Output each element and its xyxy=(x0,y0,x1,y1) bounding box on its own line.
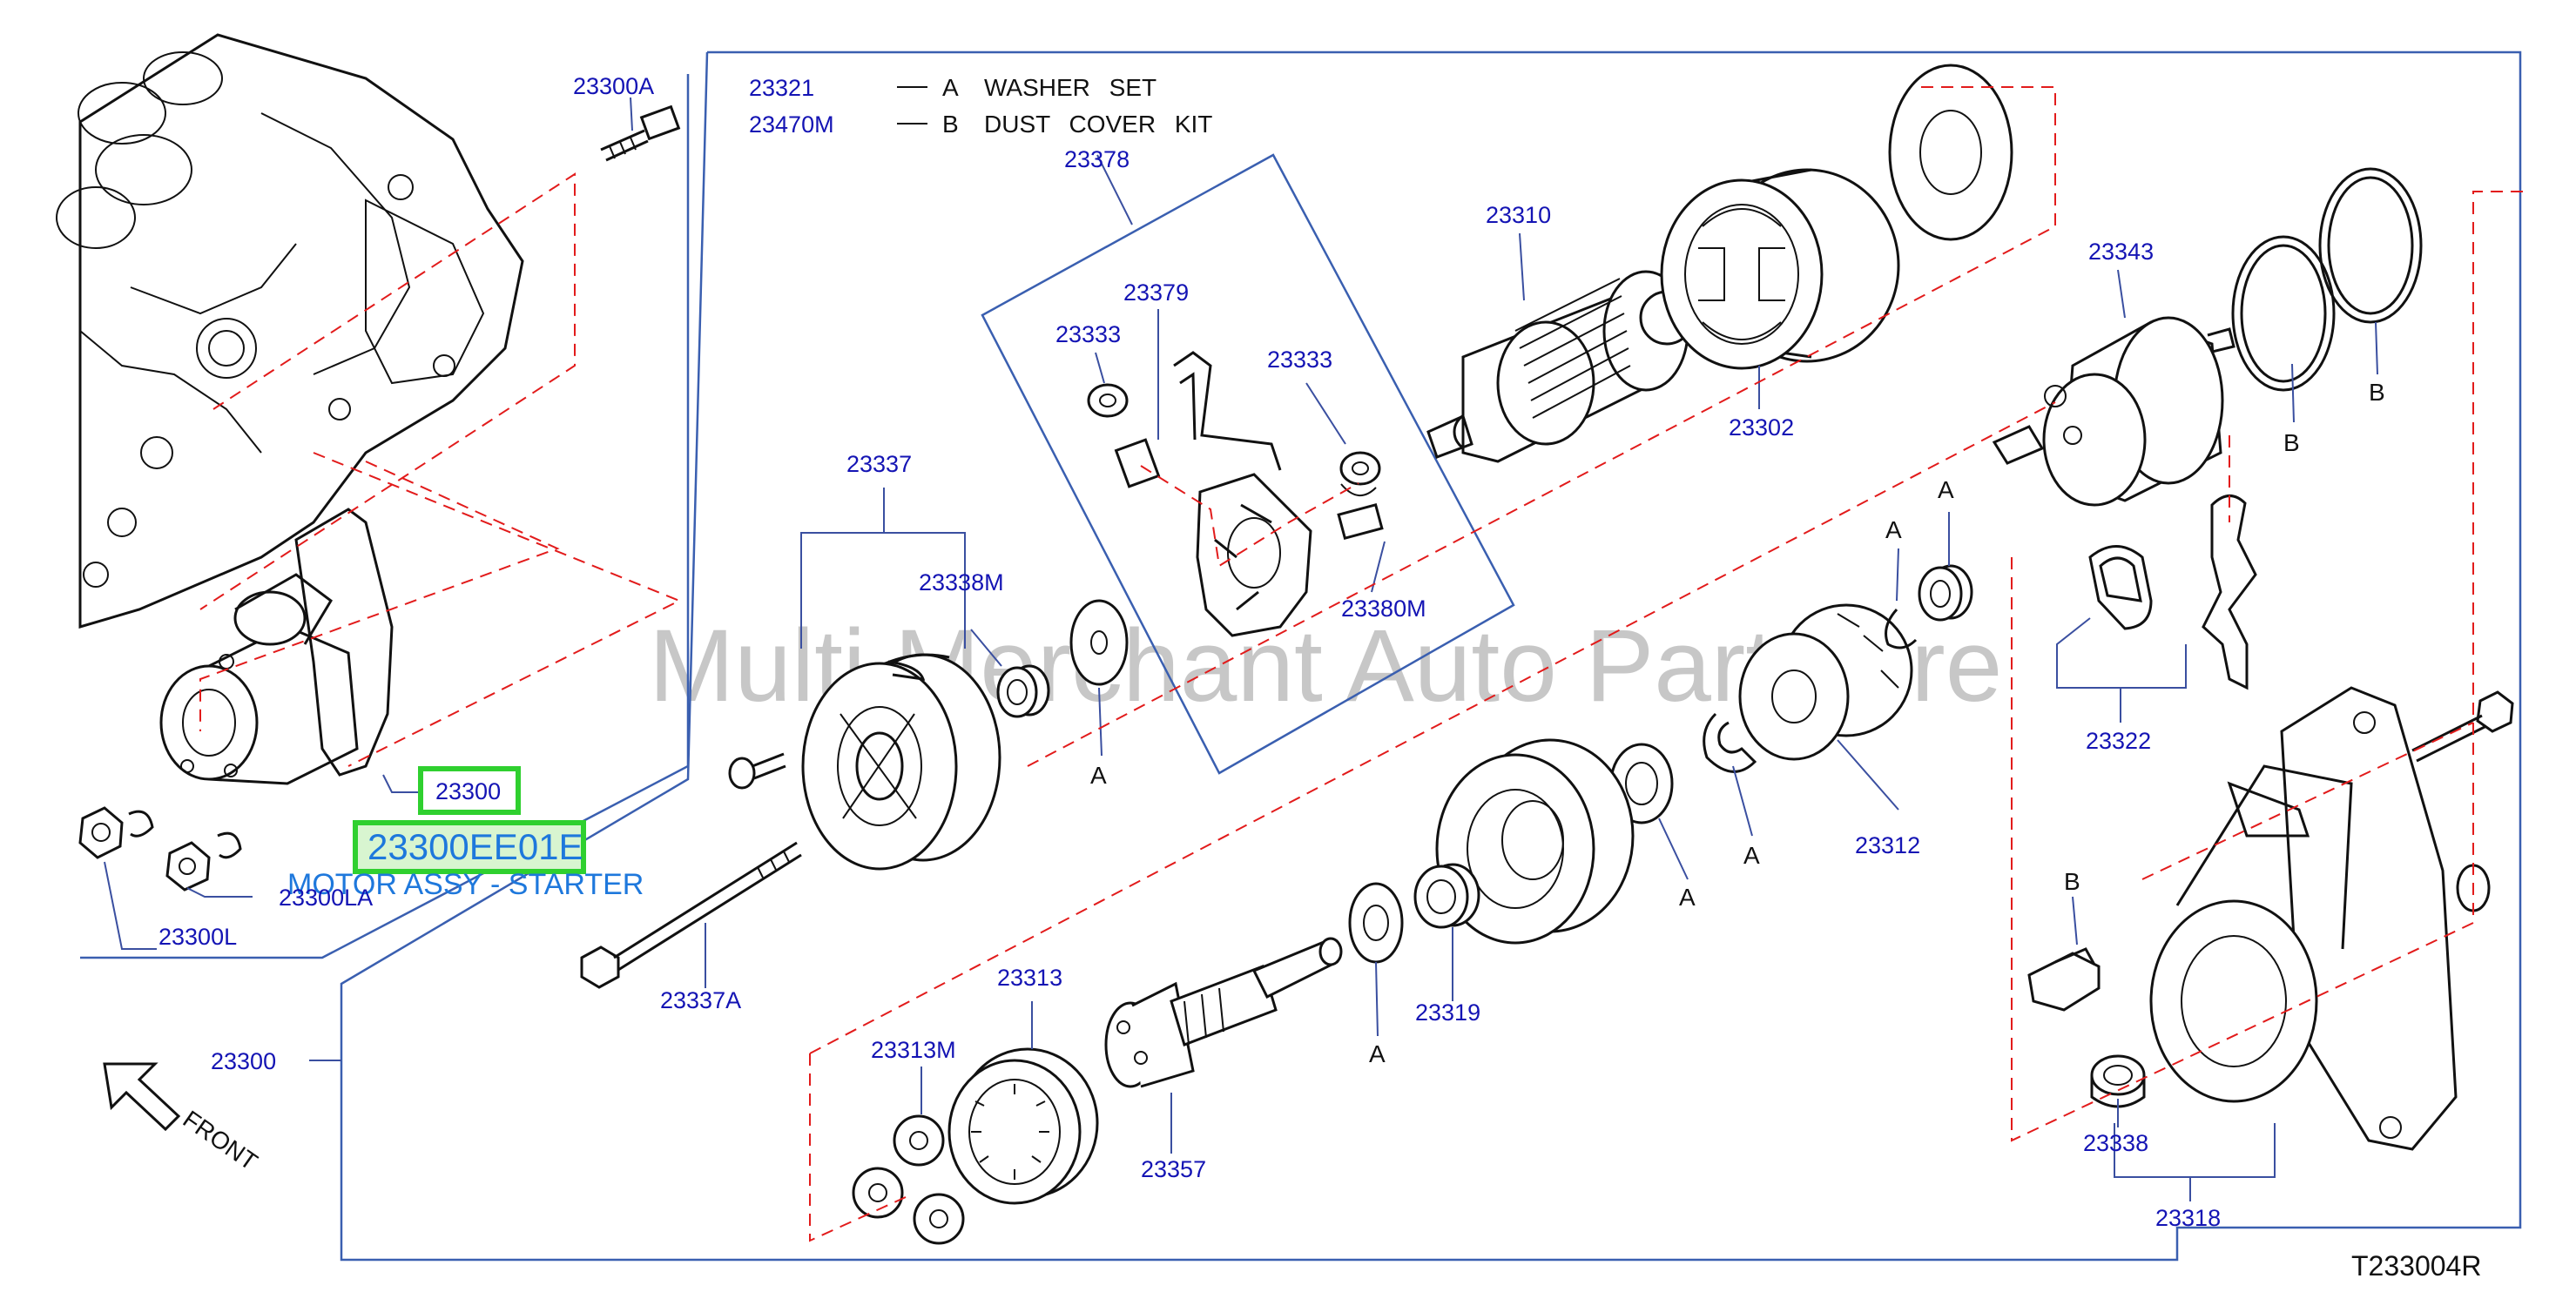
yoke-drawing xyxy=(1660,168,1900,370)
label-A-stopper-1[interactable]: A xyxy=(1885,516,1902,543)
label-A-washer-3[interactable]: A xyxy=(1679,884,1696,911)
label-23378[interactable]: 23378 xyxy=(1064,146,1130,172)
rear-end-frame-drawing xyxy=(801,653,1001,871)
legend-code-a: 23321 xyxy=(749,75,814,101)
label-23357[interactable]: 23357 xyxy=(1141,1156,1206,1182)
engine-block-drawing xyxy=(56,33,524,629)
callout-highlight-box[interactable] xyxy=(418,766,521,815)
label-23310[interactable]: 23310 xyxy=(1486,202,1551,228)
part-number-text[interactable]: 23300EE01E xyxy=(368,826,583,867)
washer-a5-drawing xyxy=(1348,882,1404,964)
legend-code-b: 23470M xyxy=(749,111,834,138)
housing-bolt-drawing xyxy=(2411,690,2514,763)
label-B-gasket-1[interactable]: B xyxy=(2283,429,2300,456)
screw-drawing xyxy=(728,752,786,790)
label-23300A[interactable]: 23300A xyxy=(573,73,654,99)
label-23333-left[interactable]: 23333 xyxy=(1055,321,1121,347)
bushing-23338M-drawing xyxy=(996,664,1050,718)
brush-holder-box xyxy=(981,153,1515,775)
dust-cover-b-drawing xyxy=(2027,947,2101,1012)
label-23313[interactable]: 23313 xyxy=(997,965,1062,991)
assembly-dash-lines xyxy=(809,1053,907,1242)
label-A-snapring[interactable]: A xyxy=(1743,842,1760,869)
bolt-23300A-drawing xyxy=(600,104,681,162)
nut-washer-drawing xyxy=(78,806,242,892)
label-23333-right[interactable]: 23333 xyxy=(1267,347,1332,373)
through-bolt-drawing xyxy=(580,841,802,989)
label-23319[interactable]: 23319 xyxy=(1415,999,1480,1026)
legend-letter-b: B xyxy=(942,111,959,138)
part-number-highlight[interactable] xyxy=(353,820,586,874)
label-23337A[interactable]: 23337A xyxy=(660,987,741,1013)
pinion-shaft-drawing xyxy=(1104,937,1343,1088)
label-B-dustcover[interactable]: B xyxy=(2064,868,2080,895)
gasket-drawing xyxy=(1888,64,2013,241)
gasket-b1-drawing xyxy=(2231,235,2336,392)
label-23337[interactable]: 23337 xyxy=(846,451,912,477)
legend-desc-b: DUST COVER KIT xyxy=(984,111,1212,138)
label-23380M[interactable]: 23380M xyxy=(1341,596,1426,622)
planet-gears-drawing xyxy=(852,1114,965,1245)
label-B-gasket-2[interactable]: B xyxy=(2369,379,2385,406)
brush-holder-drawing xyxy=(1087,351,1384,637)
solenoid-drawing xyxy=(1992,316,2235,507)
front-label: FRONT xyxy=(179,1106,263,1176)
label-23379[interactable]: 23379 xyxy=(1123,279,1189,306)
front-arrow-icon xyxy=(103,1062,181,1132)
starter-on-engine-drawing xyxy=(159,508,394,785)
label-23338M[interactable]: 23338M xyxy=(919,569,1004,596)
label-23313M[interactable]: 23313M xyxy=(871,1037,956,1063)
label-A-washer-2[interactable]: A xyxy=(1369,1040,1386,1067)
label-23322[interactable]: 23322 xyxy=(2086,728,2151,754)
callout-23300-label[interactable]: 23300 xyxy=(435,778,501,804)
label-23300-frame[interactable]: 23300 xyxy=(211,1048,276,1074)
drive-housing-drawing xyxy=(2149,686,2491,1151)
label-A-stopper-2[interactable]: A xyxy=(1938,476,1954,503)
part-description-text: MOTOR ASSY - STARTER xyxy=(287,868,644,901)
label-23343[interactable]: 23343 xyxy=(2088,239,2154,265)
label-23312[interactable]: 23312 xyxy=(1855,832,1920,858)
label-23302[interactable]: 23302 xyxy=(1729,414,1794,441)
engine-dash-lines xyxy=(199,172,576,610)
label-23338[interactable]: 23338 xyxy=(2083,1130,2148,1156)
label-23300LA[interactable]: 23300LA xyxy=(279,885,373,911)
pinion-clutch-drawing xyxy=(1738,603,1913,761)
label-23300L[interactable]: 23300L xyxy=(158,924,237,950)
internal-gear-drawing xyxy=(947,1047,1099,1205)
armature-drawing xyxy=(1426,270,1695,463)
legend-letter-a: A xyxy=(942,74,959,101)
drawing-code: T233004R xyxy=(2351,1250,2481,1282)
label-A-washer-1[interactable]: A xyxy=(1090,762,1107,789)
shift-lever-drawing xyxy=(2088,495,2257,690)
snap-ring-drawing xyxy=(1703,712,1757,773)
pinion-stopper-drawing xyxy=(1885,564,1973,649)
washer-a1-drawing xyxy=(1069,599,1129,686)
bearing-drawing xyxy=(1413,863,1480,929)
label-23318[interactable]: 23318 xyxy=(2155,1205,2221,1231)
gasket-b2-drawing xyxy=(2318,167,2423,324)
legend-desc-a: WASHER SET xyxy=(984,74,1157,101)
